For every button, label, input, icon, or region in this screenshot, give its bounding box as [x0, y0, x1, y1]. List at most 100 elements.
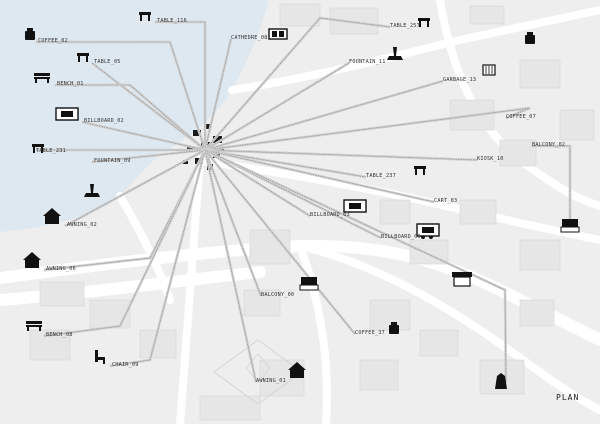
table-icon — [418, 18, 430, 27]
leader-line — [204, 149, 507, 383]
marker-label: CHAIR_09 — [112, 362, 139, 368]
leader-line — [204, 149, 367, 178]
fountain-icon — [387, 47, 403, 60]
map-marker[interactable]: BALCONY_00 — [261, 277, 319, 298]
city-block — [139, 329, 177, 359]
city-block — [199, 395, 261, 421]
city-block — [459, 199, 497, 225]
road — [176, 156, 204, 424]
marker-label: TABLE_116 — [157, 18, 187, 24]
marker-label: FOUNTAIN_11 — [349, 59, 386, 65]
billboard-icon — [343, 199, 367, 213]
map-marker[interactable]: BILLBOARD_03 — [310, 199, 367, 218]
leader-line — [155, 21, 206, 150]
table-icon — [77, 53, 89, 62]
marker-label: AWNING_02 — [67, 222, 97, 228]
city-block — [519, 239, 561, 271]
map-marker[interactable]: TABLE_257 — [390, 18, 430, 29]
marker-label: BALCONY_02 — [532, 142, 565, 148]
leader-lines — [36, 16, 572, 383]
map-marker[interactable]: TABLE_237 — [366, 166, 426, 179]
map-marker[interactable]: BILLBOARD_02 — [55, 107, 124, 124]
map-marker[interactable]: COFFEE_02 — [25, 28, 68, 44]
map-marker[interactable]: COFFEE_07 — [506, 32, 536, 120]
leader-line — [204, 149, 478, 161]
statue-icon — [495, 373, 507, 389]
road — [296, 242, 331, 424]
leader-line — [204, 149, 435, 203]
map-marker[interactable]: BENCH_08 — [26, 321, 73, 338]
marker-label: GARBAGE_13 — [443, 77, 476, 83]
billboard-icon — [55, 107, 79, 121]
map-marker[interactable]: KIOSK_10 — [452, 156, 504, 287]
leader-line — [36, 41, 206, 151]
leader-line — [532, 145, 571, 226]
water-body — [0, 0, 268, 232]
map-marker[interactable]: AWNING_02 — [43, 208, 97, 228]
map-marker[interactable]: TABLE_116 — [139, 12, 187, 24]
map-marker[interactable]: FOUNTAIN_09 — [84, 158, 131, 197]
leader-line — [43, 149, 206, 337]
leader-line — [204, 149, 356, 335]
map-marker[interactable]: CATHEDRE_08 — [231, 28, 288, 41]
map-marker[interactable]: GARBAGE_13 — [443, 64, 496, 83]
road — [116, 192, 174, 304]
marker-label: TABLE_257 — [390, 23, 420, 29]
balcony-icon — [560, 219, 580, 233]
city-block — [279, 3, 321, 27]
map-marker[interactable]: BILLBOARD_06 — [381, 223, 440, 240]
marker-label: COFFEE_02 — [38, 38, 68, 44]
city-block — [519, 59, 561, 89]
leader-line — [91, 149, 206, 163]
city-block — [499, 139, 537, 167]
coffee-icon — [525, 32, 535, 44]
marker-label: BILLBOARD_06 — [381, 234, 421, 240]
city-block — [359, 359, 399, 391]
map-marker[interactable] — [495, 373, 507, 389]
marker-label: COFFEE_07 — [506, 114, 536, 120]
hub-building — [193, 130, 201, 136]
marker-label: KIOSK_10 — [477, 156, 504, 162]
plan-title: PLAN — [556, 393, 579, 402]
marker-label: AWNING_01 — [256, 378, 286, 384]
leader-line — [204, 149, 262, 297]
map-marker[interactable]: AWNING_06 — [23, 252, 76, 272]
marker-label: TABLE_05 — [94, 59, 121, 65]
city-block — [89, 299, 131, 329]
map-marker[interactable]: AWNING_01 — [256, 362, 306, 384]
map-marker[interactable]: FOUNTAIN_11 — [349, 47, 403, 65]
marker-label: CATHEDRE_08 — [231, 35, 268, 41]
awning-icon — [288, 362, 306, 378]
city-block — [419, 329, 459, 357]
awning-icon — [43, 208, 61, 224]
coffee-icon — [25, 28, 35, 40]
map-marker[interactable]: TABLE_231 — [32, 144, 66, 154]
marker-label: FOUNTAIN_09 — [94, 158, 131, 164]
table-icon — [414, 166, 426, 175]
table-icon — [32, 144, 44, 153]
city-block — [39, 281, 85, 307]
map-markers: TABLE_116COFFEE_02TABLE_05BENCH_01BILLBO… — [23, 12, 580, 389]
map-marker[interactable]: COFFEE_37 — [355, 322, 399, 336]
table-icon — [139, 12, 151, 21]
marker-label: TABLE_237 — [366, 173, 396, 179]
fountain-icon — [84, 184, 100, 197]
leader-line — [43, 149, 206, 271]
map-marker[interactable]: TABLE_05 — [77, 53, 121, 65]
hub-building — [205, 124, 211, 129]
garbage-icon — [482, 64, 496, 76]
map-marker[interactable]: BALCONY_02 — [532, 142, 580, 233]
map-marker[interactable]: CHAIR_09 — [95, 350, 139, 368]
marker-label: AWNING_06 — [46, 266, 76, 272]
marker-label: BILLBOARD_02 — [84, 118, 124, 124]
map-marker[interactable]: BENCH_01 — [34, 73, 84, 87]
chair-icon — [95, 350, 105, 364]
leader-line — [204, 17, 391, 151]
leader-line — [204, 62, 350, 151]
city-block — [559, 109, 595, 141]
city-block — [469, 5, 505, 25]
leader-line — [204, 107, 531, 151]
leader-line — [204, 80, 444, 151]
